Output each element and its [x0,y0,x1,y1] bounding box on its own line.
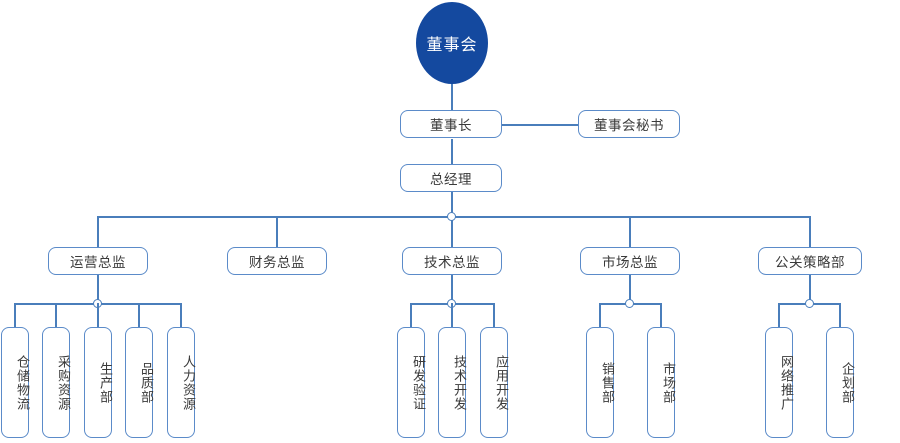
connector-bus-to-director-1 [97,216,99,247]
node-dept-human-resources[interactable]: 人力资源 [167,327,195,438]
connector-ops-drop-1 [14,303,16,328]
node-general-manager[interactable]: 总经理 [400,164,502,192]
node-dept-application-development[interactable]: 应用开发 [480,327,508,438]
node-label: 董事会秘书 [594,118,664,134]
node-public-relations-dept[interactable]: 公关策略部 [758,247,862,275]
connector-market-drop-2 [660,303,662,328]
connector-bus-to-director-5 [809,216,811,247]
node-label: 销售部 [599,361,614,404]
connector-chairman-to-gm [451,139,453,164]
connector-ops-drop-2 [55,303,57,328]
node-dept-procurement[interactable]: 采购资源 [42,327,70,438]
connector-tech-to-subbus [451,275,453,303]
connector-ops-to-subbus [97,275,99,303]
node-board-of-directors[interactable]: 董事会 [416,2,488,84]
connector-gm-to-bus [451,192,453,217]
node-label: 董事长 [430,118,472,134]
connector-ops-drop-5 [180,303,182,328]
node-dept-technology-development[interactable]: 技术开发 [438,327,466,438]
node-director-finance[interactable]: 财务总监 [227,247,327,275]
connector-pr-to-subbus [809,275,811,303]
node-dept-online-promotion[interactable]: 网络推广 [765,327,793,438]
node-dept-sales[interactable]: 销售部 [586,327,614,438]
node-label: 应用开发 [493,354,508,411]
node-label: 财务总监 [249,255,305,271]
node-dept-quality[interactable]: 品质部 [125,327,153,438]
node-label: 董事会 [426,35,478,54]
node-label: 技术开发 [451,354,466,411]
connector-tech-drop-3 [493,303,495,328]
node-label: 公关策略部 [775,255,845,271]
node-label: 仓储物流 [14,354,29,411]
junction-market-subbus [625,299,634,308]
connector-pr-drop-2 [839,303,841,328]
node-director-operations[interactable]: 运营总监 [48,247,148,275]
connector-bus-to-director-3 [451,216,453,247]
connector-root-to-chairman [451,83,453,111]
node-label: 运营总监 [70,255,126,271]
connector-market-to-subbus [629,275,631,303]
node-label: 技术总监 [424,255,480,271]
connector-bus-to-director-4 [629,216,631,247]
node-label: 企划部 [839,361,854,404]
connector-ops-drop-3 [97,303,99,328]
node-dept-market[interactable]: 市场部 [647,327,675,438]
node-label: 网络推广 [778,354,793,411]
node-dept-planning[interactable]: 企划部 [826,327,854,438]
node-dept-production[interactable]: 生产部 [84,327,112,438]
connector-tech-drop-2 [451,303,453,328]
node-director-marketing[interactable]: 市场总监 [580,247,680,275]
node-label: 市场部 [660,361,675,404]
node-director-technology[interactable]: 技术总监 [402,247,502,275]
node-chairman[interactable]: 董事长 [400,110,502,138]
node-label: 品质部 [138,361,153,404]
node-dept-rnd-validation[interactable]: 研发验证 [397,327,425,438]
connector-bus-to-director-2 [276,216,278,247]
junction-pr-subbus [805,299,814,308]
node-label: 生产部 [97,361,112,404]
node-label: 研发验证 [410,354,425,411]
connector-tech-drop-1 [410,303,412,328]
connector-pr-drop-1 [778,303,780,328]
connector-market-drop-1 [599,303,601,328]
node-dept-warehouse-logistics[interactable]: 仓储物流 [1,327,29,438]
node-label: 市场总监 [602,255,658,271]
connector-ops-drop-4 [138,303,140,328]
connector-chairman-to-secretary [502,124,583,126]
node-label: 人力资源 [180,354,195,411]
node-label: 采购资源 [55,354,70,411]
junction-main-bus [447,212,456,221]
node-board-secretary[interactable]: 董事会秘书 [578,110,680,138]
node-label: 总经理 [430,172,472,188]
